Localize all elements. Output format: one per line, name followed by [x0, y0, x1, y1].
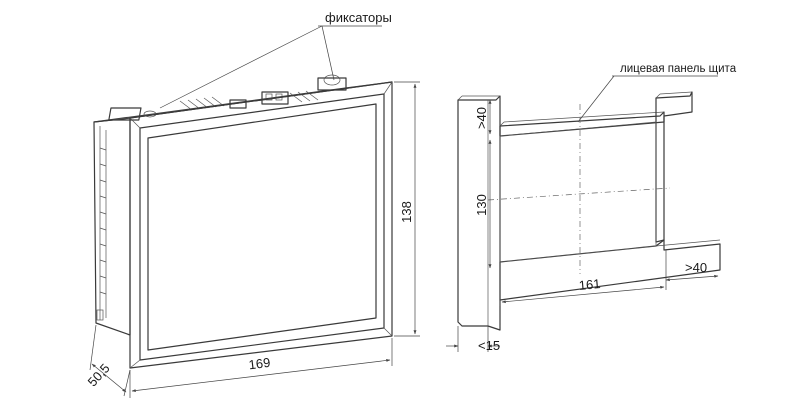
dim-depth-value: 50,5	[85, 361, 113, 390]
fixators-leader	[159, 25, 382, 109]
dim-cutout-width-value: 161	[578, 276, 601, 293]
dim-height-value: 138	[399, 201, 414, 223]
dim-height	[394, 81, 420, 337]
dim-side-gap	[665, 274, 719, 282]
dim-side-gap-value: >40	[685, 260, 707, 275]
dim-cutout-width	[499, 250, 667, 306]
device-body	[93, 74, 393, 369]
center-lines	[487, 104, 671, 274]
panel-section	[457, 91, 721, 331]
dim-depth	[89, 324, 131, 397]
face-panel-leader	[577, 75, 718, 123]
dim-thickness-value: <15	[478, 338, 500, 353]
face-panel-label: лицевая панель щита	[620, 63, 737, 75]
side-vent-ribs	[99, 147, 107, 295]
top-vent-ribs	[179, 90, 319, 111]
dim-width	[129, 338, 393, 398]
dim-thickness	[446, 326, 500, 352]
fixators-label: фиксаторы	[325, 10, 392, 25]
right-latch	[317, 74, 347, 91]
dim-top-gap-value: >40	[474, 107, 489, 129]
dim-width-value: 169	[248, 355, 271, 373]
dim-cutout-height-value: 130	[474, 194, 489, 216]
